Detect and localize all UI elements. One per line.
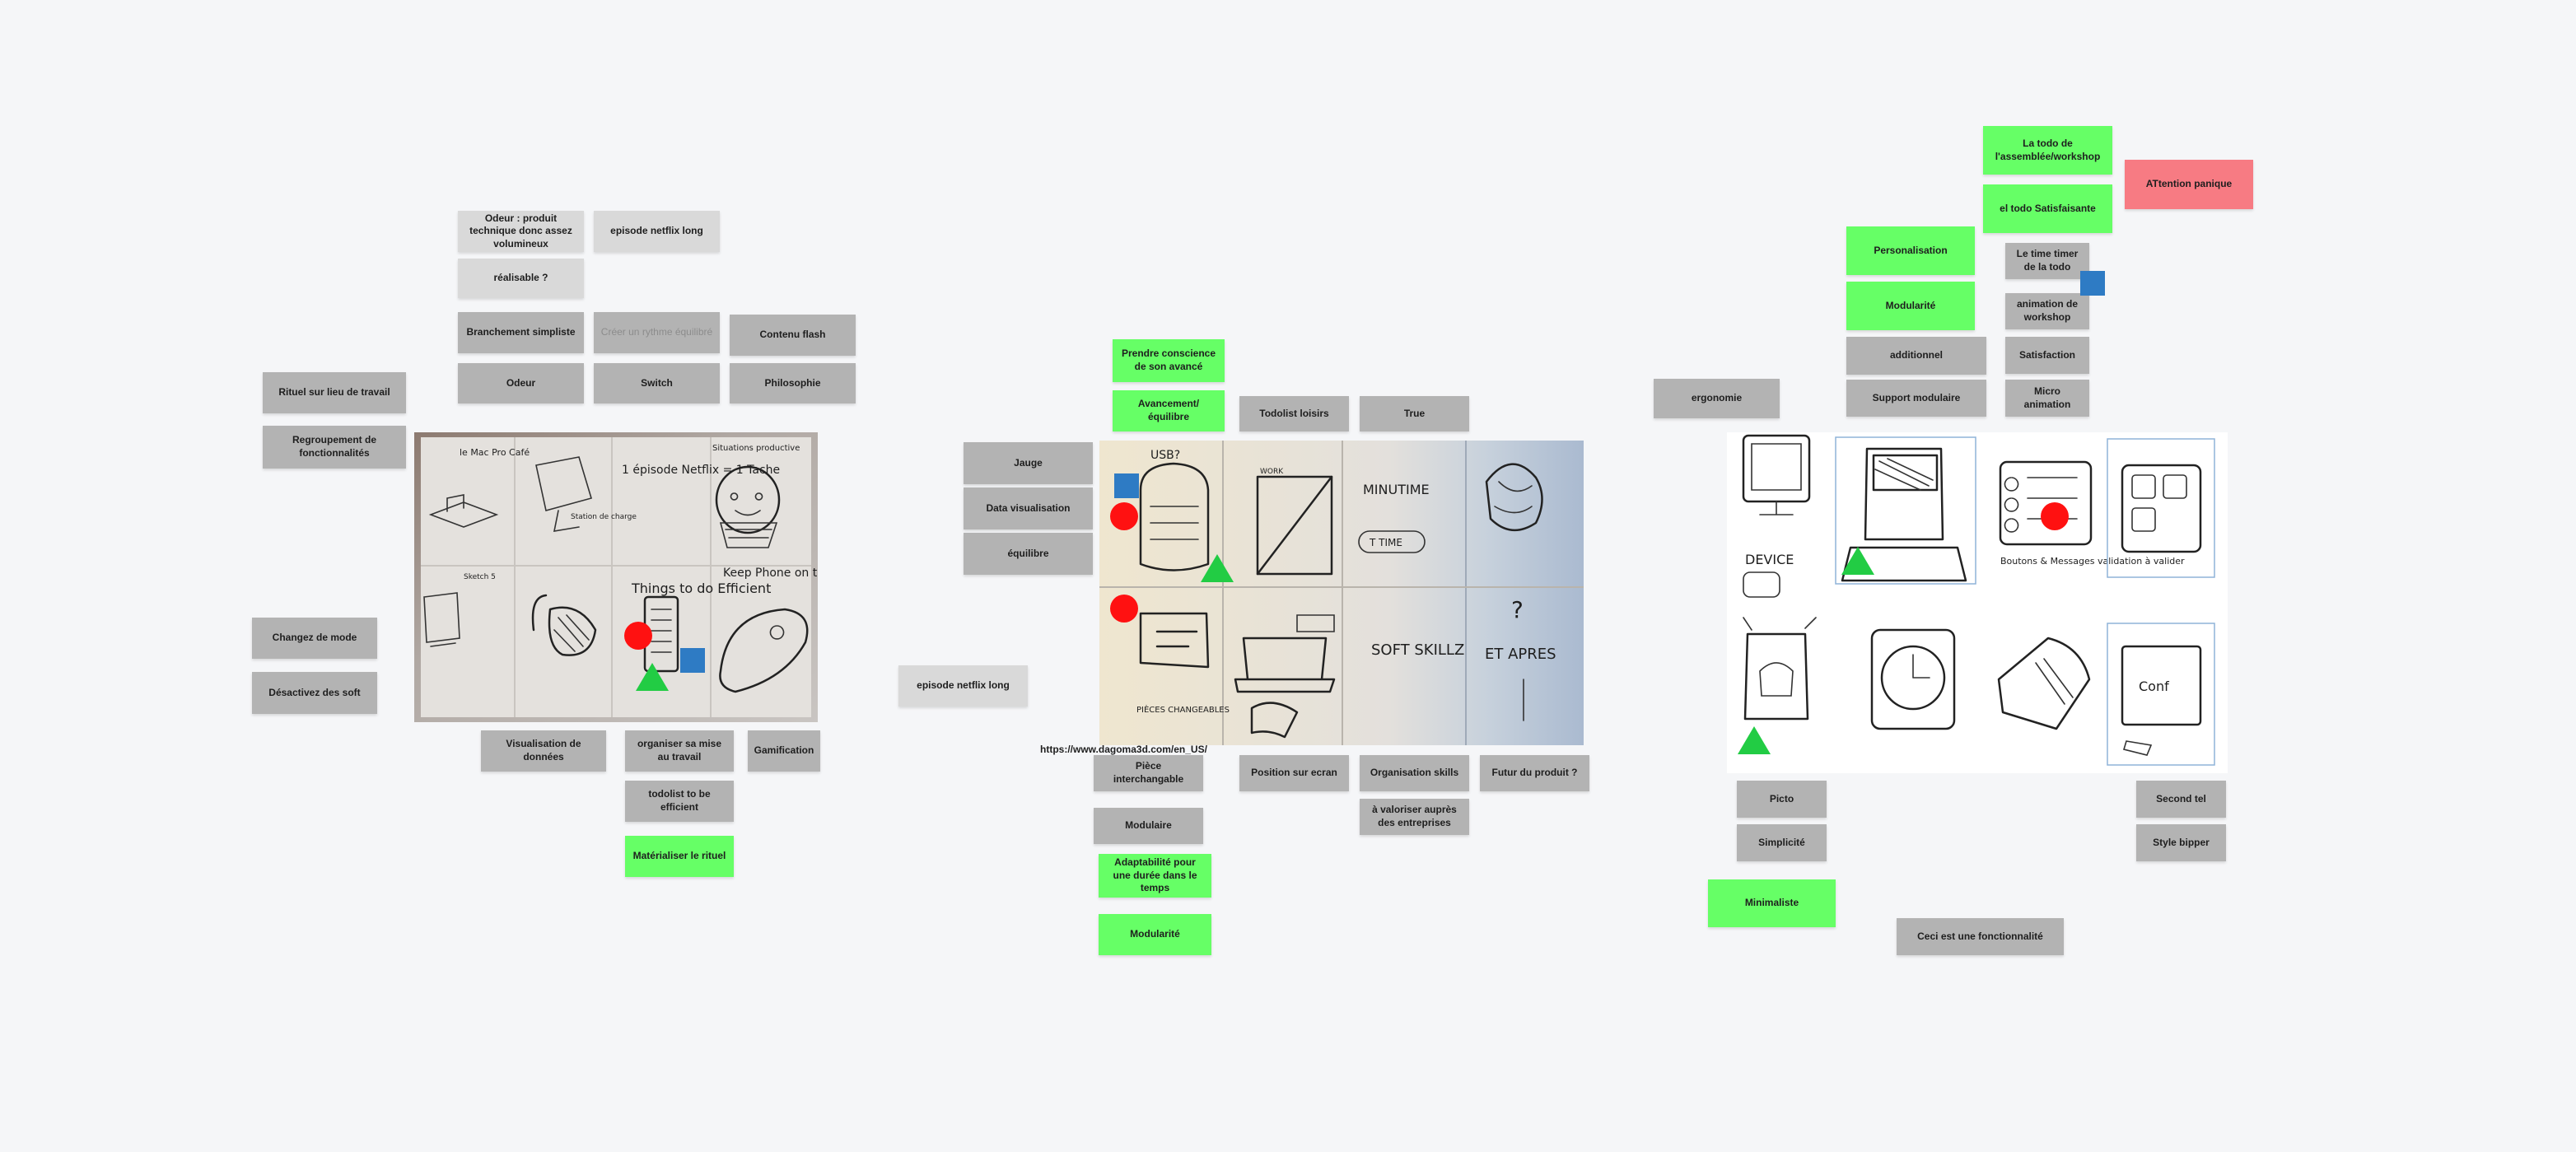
sticky-note[interactable]: Support modulaire bbox=[1846, 380, 1986, 417]
sticky-note[interactable]: Changez de mode bbox=[252, 618, 377, 659]
sketch-text-situations: Situations productive bbox=[712, 444, 800, 453]
sticky-note[interactable]: Switch bbox=[594, 363, 720, 403]
sketch-text-station: Station de charge bbox=[571, 513, 637, 521]
sketch-text-5: Sketch 5 bbox=[464, 573, 496, 581]
sketch-text-ttime: T TIME bbox=[1369, 537, 1402, 548]
sketch-photo[interactable]: USB? WORK MINUTIME T TIME PIÈCES CHANGEA… bbox=[1099, 441, 1584, 745]
sticky-note[interactable]: Minimaliste bbox=[1708, 879, 1836, 927]
green-triangle-marker[interactable] bbox=[636, 663, 669, 691]
sticky-note[interactable]: Picto bbox=[1737, 781, 1827, 818]
sticky-note[interactable]: Modularité bbox=[1099, 914, 1211, 955]
sketch-board[interactable]: DEVICE Boutons & Messages validation à v… bbox=[1727, 432, 2228, 773]
sticky-note[interactable]: Regroupement de fonctionnalités bbox=[263, 426, 406, 469]
sticky-note[interactable]: Pièce interchangable bbox=[1094, 755, 1203, 791]
blue-square-marker[interactable] bbox=[680, 648, 705, 673]
red-dot-marker[interactable] bbox=[2041, 502, 2069, 530]
sticky-note[interactable]: Odeur : produit technique donc assez vol… bbox=[458, 211, 584, 252]
sticky-note[interactable]: Micro animation bbox=[2005, 380, 2089, 417]
sketch-text-softskills: SOFT SKILLZ bbox=[1371, 641, 1464, 659]
sketch-text-usb: USB? bbox=[1150, 449, 1180, 462]
sticky-note[interactable]: ATtention panique bbox=[2125, 160, 2253, 209]
red-dot-marker[interactable] bbox=[1110, 595, 1138, 623]
sticky-note[interactable]: Simplicité bbox=[1737, 824, 1827, 861]
sticky-note[interactable]: Branchement simpliste bbox=[458, 312, 584, 353]
sticky-note[interactable]: Odeur bbox=[458, 363, 584, 403]
sketch-text-pieces: PIÈCES CHANGEABLES bbox=[1136, 704, 1230, 715]
blue-square-marker[interactable] bbox=[2080, 271, 2105, 296]
sketch-text-work: WORK bbox=[1260, 468, 1284, 476]
sticky-note[interactable]: La todo de l'assemblée/workshop bbox=[1983, 126, 2112, 175]
sticky-note[interactable]: Gamification bbox=[748, 730, 820, 772]
blue-square-marker[interactable] bbox=[1114, 473, 1139, 498]
sticky-note[interactable]: Avancement/équilibre bbox=[1113, 390, 1225, 431]
sticky-note[interactable]: Modulaire bbox=[1094, 808, 1203, 844]
sketch-text-validation: Boutons & Messages validation à valider bbox=[2000, 556, 2185, 567]
sticky-note[interactable]: organiser sa mise au travail bbox=[625, 730, 734, 772]
sticky-note[interactable]: équilibre bbox=[964, 533, 1093, 575]
sticky-note[interactable]: Style bipper bbox=[2136, 824, 2226, 861]
green-triangle-marker[interactable] bbox=[1738, 726, 1771, 754]
sticky-note[interactable]: Second tel bbox=[2136, 781, 2226, 818]
sticky-note[interactable]: Futur du produit ? bbox=[1480, 755, 1589, 791]
sticky-note[interactable]: el todo Satisfaisante bbox=[1983, 184, 2112, 233]
sticky-note[interactable]: Todolist loisirs bbox=[1239, 396, 1349, 431]
link-url[interactable]: https://www.dagoma3d.com/en_US/ bbox=[1040, 744, 1207, 755]
red-dot-marker[interactable] bbox=[1110, 502, 1138, 530]
sticky-note[interactable]: Jauge bbox=[964, 442, 1093, 484]
sticky-note[interactable]: Modularité bbox=[1846, 282, 1975, 330]
sticky-note[interactable]: episode netflix long bbox=[594, 211, 720, 252]
sketch-text-etapres: ET APRES bbox=[1485, 646, 1556, 663]
sketch-text-episode: 1 épisode Netflix = 1 Tache bbox=[622, 464, 780, 477]
sticky-note[interactable]: Position sur ecran bbox=[1239, 755, 1349, 791]
sticky-note[interactable]: Matérialiser le rituel bbox=[625, 836, 734, 877]
sticky-note[interactable]: réalisable ? bbox=[458, 259, 584, 298]
sketch-text-things: Things to do Efficient bbox=[631, 581, 771, 596]
sketch-photo[interactable]: le Mac Pro Café Station de charge 1 épis… bbox=[414, 432, 818, 722]
sticky-note[interactable]: à valoriser auprès des entreprises bbox=[1360, 799, 1469, 835]
green-triangle-marker[interactable] bbox=[1201, 554, 1234, 582]
sticky-note[interactable]: additionnel bbox=[1846, 337, 1986, 375]
sketch-text-mac: le Mac Pro Café bbox=[460, 447, 530, 458]
sketch-text-keep: Keep Phone on top side bbox=[723, 567, 818, 580]
sticky-note[interactable]: Le time timer de la todo bbox=[2005, 243, 2089, 279]
green-triangle-marker[interactable] bbox=[1841, 547, 1874, 575]
sticky-note[interactable]: Rituel sur lieu de travail bbox=[263, 372, 406, 413]
sketch-text-minutime: MINUTIME bbox=[1363, 482, 1430, 497]
sketch-text-question: ? bbox=[1511, 596, 1524, 623]
sticky-note[interactable]: Ceci est une fonctionnalité bbox=[1897, 918, 2064, 955]
sticky-note[interactable]: Créer un rythme équilibré bbox=[594, 312, 720, 353]
sketch-text-conf: Conf bbox=[2139, 679, 2169, 694]
sticky-note[interactable]: ergonomie bbox=[1654, 379, 1780, 418]
sticky-note[interactable]: Data visualisation bbox=[964, 487, 1093, 529]
sticky-note[interactable]: Adaptabilité pour une durée dans le temp… bbox=[1099, 854, 1211, 898]
sticky-note[interactable]: Organisation skills bbox=[1360, 755, 1469, 791]
sticky-note[interactable]: Visualisation de données bbox=[481, 730, 606, 772]
sticky-note[interactable]: todolist to be efficient bbox=[625, 781, 734, 822]
sticky-note[interactable]: episode netflix long bbox=[898, 665, 1028, 707]
sticky-note[interactable]: Personalisation bbox=[1846, 226, 1975, 275]
sticky-note[interactable]: True bbox=[1360, 396, 1469, 431]
sticky-note[interactable]: Désactivez des soft bbox=[252, 672, 377, 714]
sticky-note[interactable]: animation de workshop bbox=[2005, 293, 2089, 329]
sticky-note[interactable]: Contenu flash bbox=[730, 315, 856, 356]
sticky-note[interactable]: Satisfaction bbox=[2005, 337, 2089, 374]
red-dot-marker[interactable] bbox=[624, 622, 652, 650]
sticky-note[interactable]: Prendre conscience de son avancé bbox=[1113, 339, 1225, 382]
sketch-text-device: DEVICE bbox=[1745, 552, 1794, 567]
sticky-note[interactable]: Philosophie bbox=[730, 363, 856, 403]
